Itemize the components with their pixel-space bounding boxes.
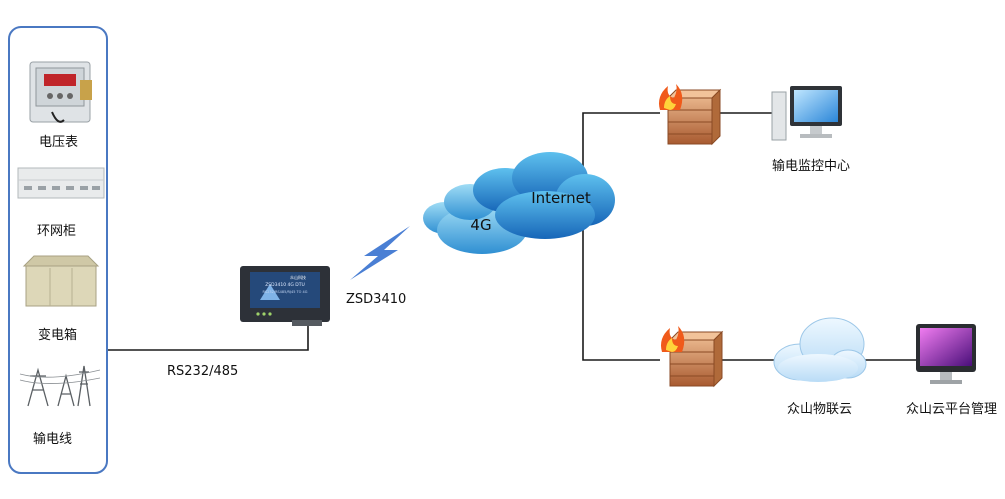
cell-network-label: 4G	[470, 216, 491, 234]
voltmeter-icon	[29, 61, 92, 123]
firewall-top-icon	[659, 84, 722, 146]
platform-label: 众山云平台管理	[906, 402, 998, 417]
dtu-model-text: ZSD3410 4G DTU	[265, 282, 305, 288]
line-to-bottom-firewall	[582, 248, 660, 361]
transmission-line-icon	[19, 365, 101, 407]
monitor-center-computer-icon	[771, 86, 842, 141]
monitor-center-label: 输电监控中心	[772, 159, 851, 174]
interface-label: RS232/485	[167, 364, 239, 379]
ring-main-unit-icon	[17, 167, 105, 199]
iot-cloud-icon	[773, 317, 867, 382]
internet-cloud-icon	[423, 152, 615, 254]
transformer-box-icon	[22, 255, 100, 307]
rs485-cable-line	[108, 322, 309, 351]
internet-label: Internet	[531, 189, 591, 207]
device-label-ring-main-unit: 环网柜	[37, 224, 77, 239]
dtu-device-icon	[240, 266, 330, 326]
platform-monitor-icon	[916, 324, 976, 384]
device-panel-border	[8, 26, 108, 474]
dtu-label: ZSD3410	[346, 292, 407, 307]
device-label-voltmeter: 电压表	[39, 135, 79, 150]
iot-cloud-label: 众山物联云	[787, 402, 853, 417]
dtu-sub-text: RS232/RS485/RJ45 TO 4G	[262, 290, 307, 294]
dtu-brand-text: 众山科技	[290, 274, 306, 280]
firewall-bottom-icon	[661, 326, 724, 388]
device-label-transmission-line: 输电线	[33, 432, 73, 447]
wireless-signal-icon	[350, 226, 410, 280]
device-label-transformer-box: 变电箱	[38, 328, 78, 343]
